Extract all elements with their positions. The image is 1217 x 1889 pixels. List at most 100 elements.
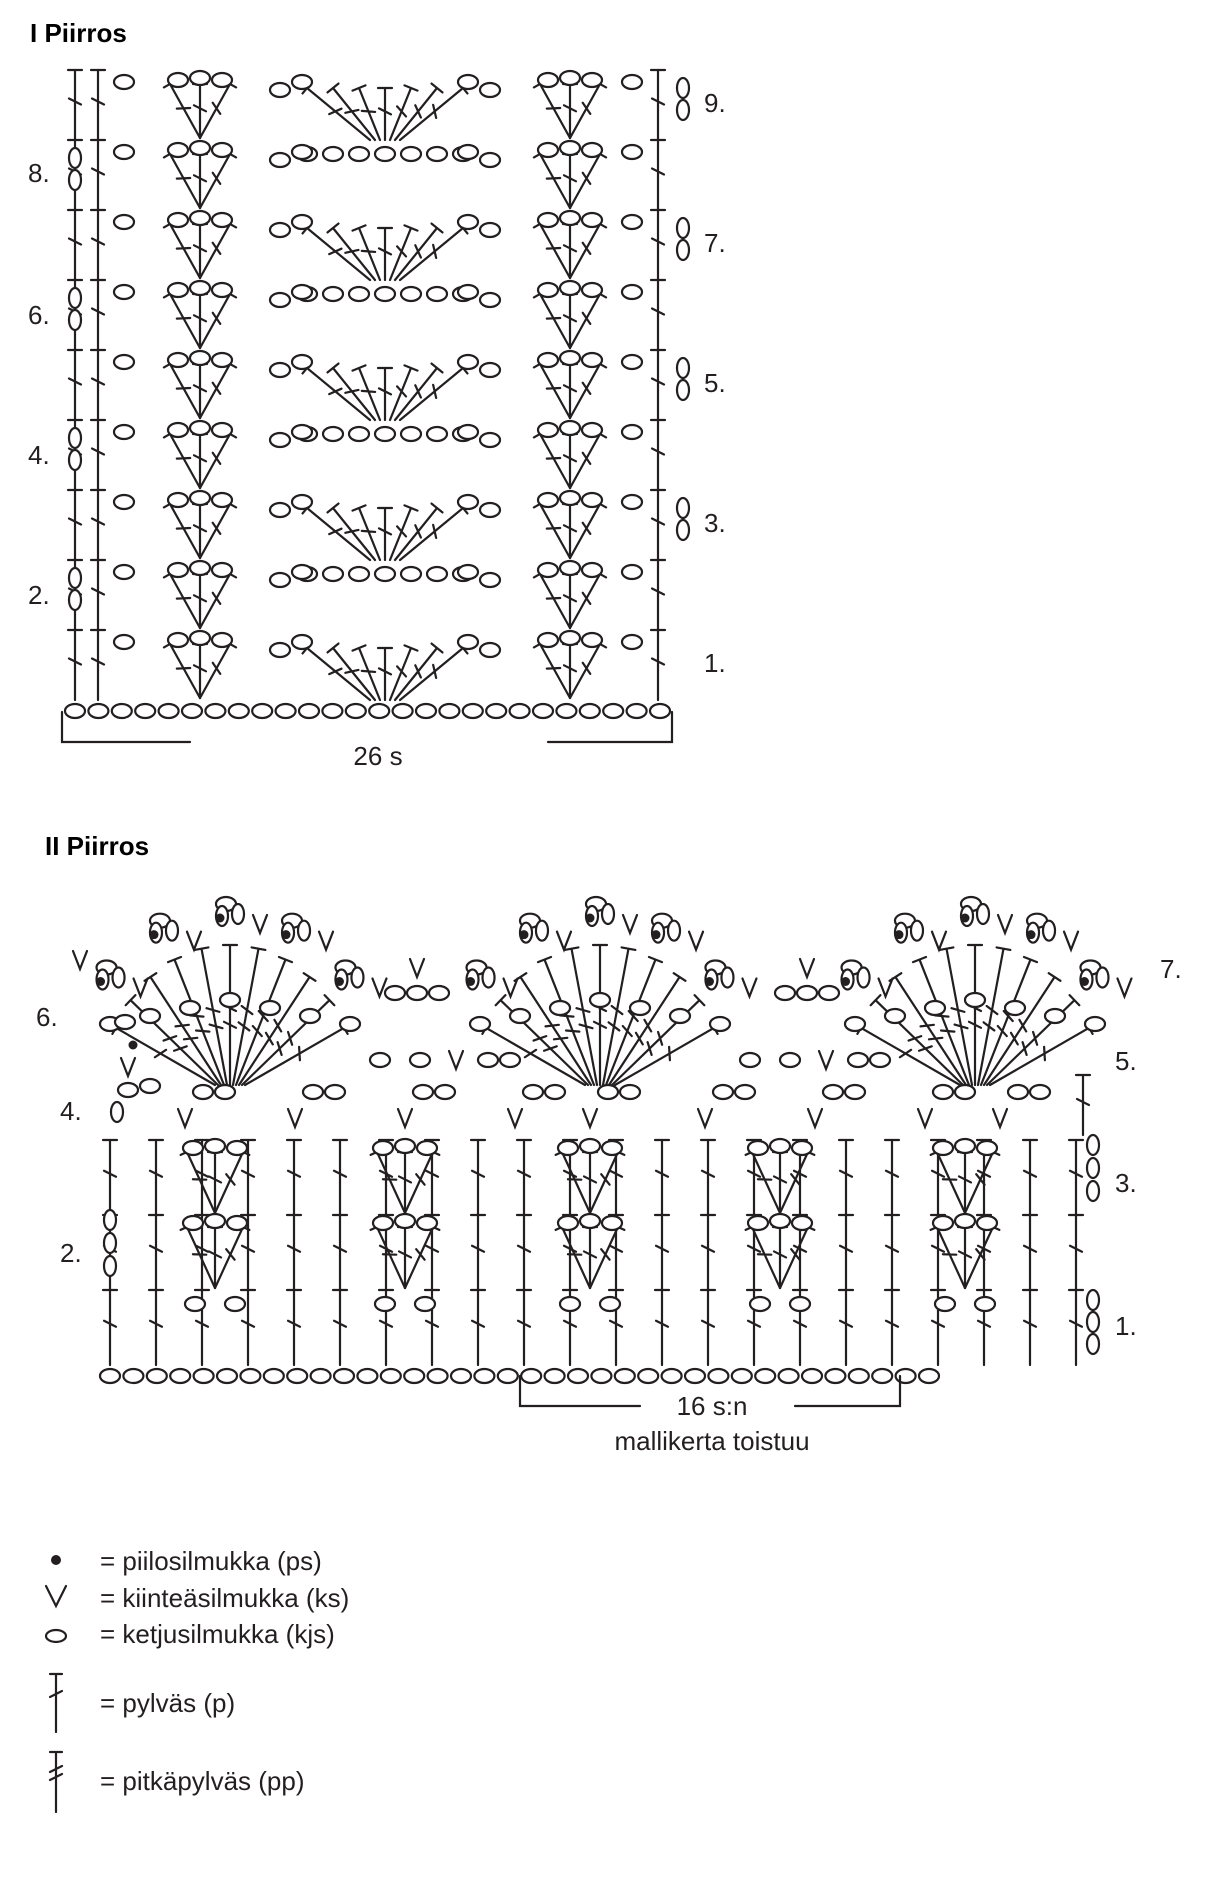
chain-stitch <box>102 1254 118 1278</box>
single-crochet <box>251 913 269 937</box>
treble <box>1067 1138 1085 1217</box>
double-treble <box>234 955 294 1087</box>
double-treble <box>494 994 590 1087</box>
treble <box>649 628 667 702</box>
slip-stitch <box>128 1040 138 1050</box>
single-crochet <box>506 1107 524 1131</box>
chain-stitch <box>210 631 234 649</box>
treble <box>568 569 608 630</box>
double-treble <box>563 946 599 1087</box>
treble <box>285 1288 303 1367</box>
treble <box>351 224 382 282</box>
chain-stitch <box>620 423 644 441</box>
chart-2-row-label-6: 6. <box>36 1002 58 1032</box>
double-treble <box>985 994 1081 1087</box>
double-treble <box>888 972 968 1087</box>
double-treble <box>607 972 687 1087</box>
treble <box>568 429 608 490</box>
treble <box>376 86 394 142</box>
treble <box>66 208 84 282</box>
chain-stitch <box>558 279 582 297</box>
chain-stitch <box>63 702 87 720</box>
chain-stitch <box>580 631 604 649</box>
chain-stitch <box>134 702 157 720</box>
chain-stitch <box>188 209 212 227</box>
treble <box>326 502 377 562</box>
chain-stitch <box>166 281 190 299</box>
chain-stitch <box>112 143 136 161</box>
treble <box>101 1288 119 1367</box>
chain-stitch <box>251 702 274 720</box>
chain-stitch <box>268 81 292 99</box>
chain-stitch <box>138 1007 162 1025</box>
chain-stitch <box>393 1212 417 1230</box>
treble <box>376 366 394 422</box>
chain-stitch <box>213 1083 237 1101</box>
chain-stitch <box>67 566 83 590</box>
chain-stitch <box>347 425 371 443</box>
chain-stitch <box>298 1007 322 1025</box>
chain-stitch <box>580 561 604 579</box>
chain-stitch <box>371 1214 395 1232</box>
chain-stitch <box>166 71 190 89</box>
chain-stitch <box>145 1367 168 1385</box>
chart-1-stitches <box>66 68 691 702</box>
treble <box>162 359 202 420</box>
chain-stitch <box>478 501 502 519</box>
treble <box>393 82 444 142</box>
chain-stitch <box>188 349 212 367</box>
chain-stitch <box>548 999 572 1017</box>
treble <box>162 149 202 210</box>
chart-2-row-label-7: 7. <box>1160 954 1182 984</box>
chain-stitch <box>178 999 202 1017</box>
chain-stitch <box>188 419 212 437</box>
treble <box>376 506 394 562</box>
treble <box>532 289 572 350</box>
treble <box>66 488 84 562</box>
single-crochet <box>877 977 894 1000</box>
chain-stitch <box>625 702 648 720</box>
treble <box>331 1288 349 1367</box>
chain-stitch <box>868 1051 892 1069</box>
chain-stitch <box>456 353 480 371</box>
chain-stitch <box>871 1367 894 1385</box>
chain-stitch <box>580 141 604 159</box>
chain-stitch <box>555 702 578 720</box>
single-crochet <box>581 1107 599 1131</box>
chain-stitch <box>856 966 871 989</box>
chain-stitch <box>112 73 136 91</box>
chart-2-row-label-3: 3. <box>1115 1168 1137 1198</box>
treble <box>351 364 382 422</box>
chain-stitch <box>931 1214 955 1232</box>
single-crochet <box>996 913 1014 937</box>
treble <box>1021 1288 1039 1367</box>
chain-stitch <box>675 496 691 520</box>
treble <box>568 149 608 210</box>
dot-icon <box>51 1555 61 1565</box>
double-treble <box>976 946 1012 1087</box>
treble <box>554 1222 592 1290</box>
chain-stitch <box>323 1083 347 1101</box>
chain-stitch <box>773 984 797 1002</box>
chain-stitch <box>166 211 190 229</box>
chain-stitch <box>87 702 110 720</box>
chain-stitch <box>620 73 644 91</box>
double-treble <box>938 946 974 1087</box>
double-treble-icon <box>48 1750 64 1814</box>
treble <box>89 208 107 282</box>
treble <box>376 226 394 282</box>
chain-stitch <box>456 143 480 161</box>
single-crochet <box>806 1107 824 1131</box>
chain-stitch <box>67 448 83 472</box>
chart-1-title: I Piirros <box>30 18 127 48</box>
slip-stitch <box>149 930 159 940</box>
chain-stitch <box>166 631 190 649</box>
chain-stitch <box>413 1295 437 1313</box>
chain-stitch <box>620 283 644 301</box>
chain-stitch <box>425 565 449 583</box>
chain-stitch <box>166 351 190 369</box>
slip-stitch <box>894 930 904 940</box>
treble <box>101 1138 119 1217</box>
chart-2-row-label-5: 5. <box>1115 1046 1137 1076</box>
chain-stitch <box>478 431 502 449</box>
